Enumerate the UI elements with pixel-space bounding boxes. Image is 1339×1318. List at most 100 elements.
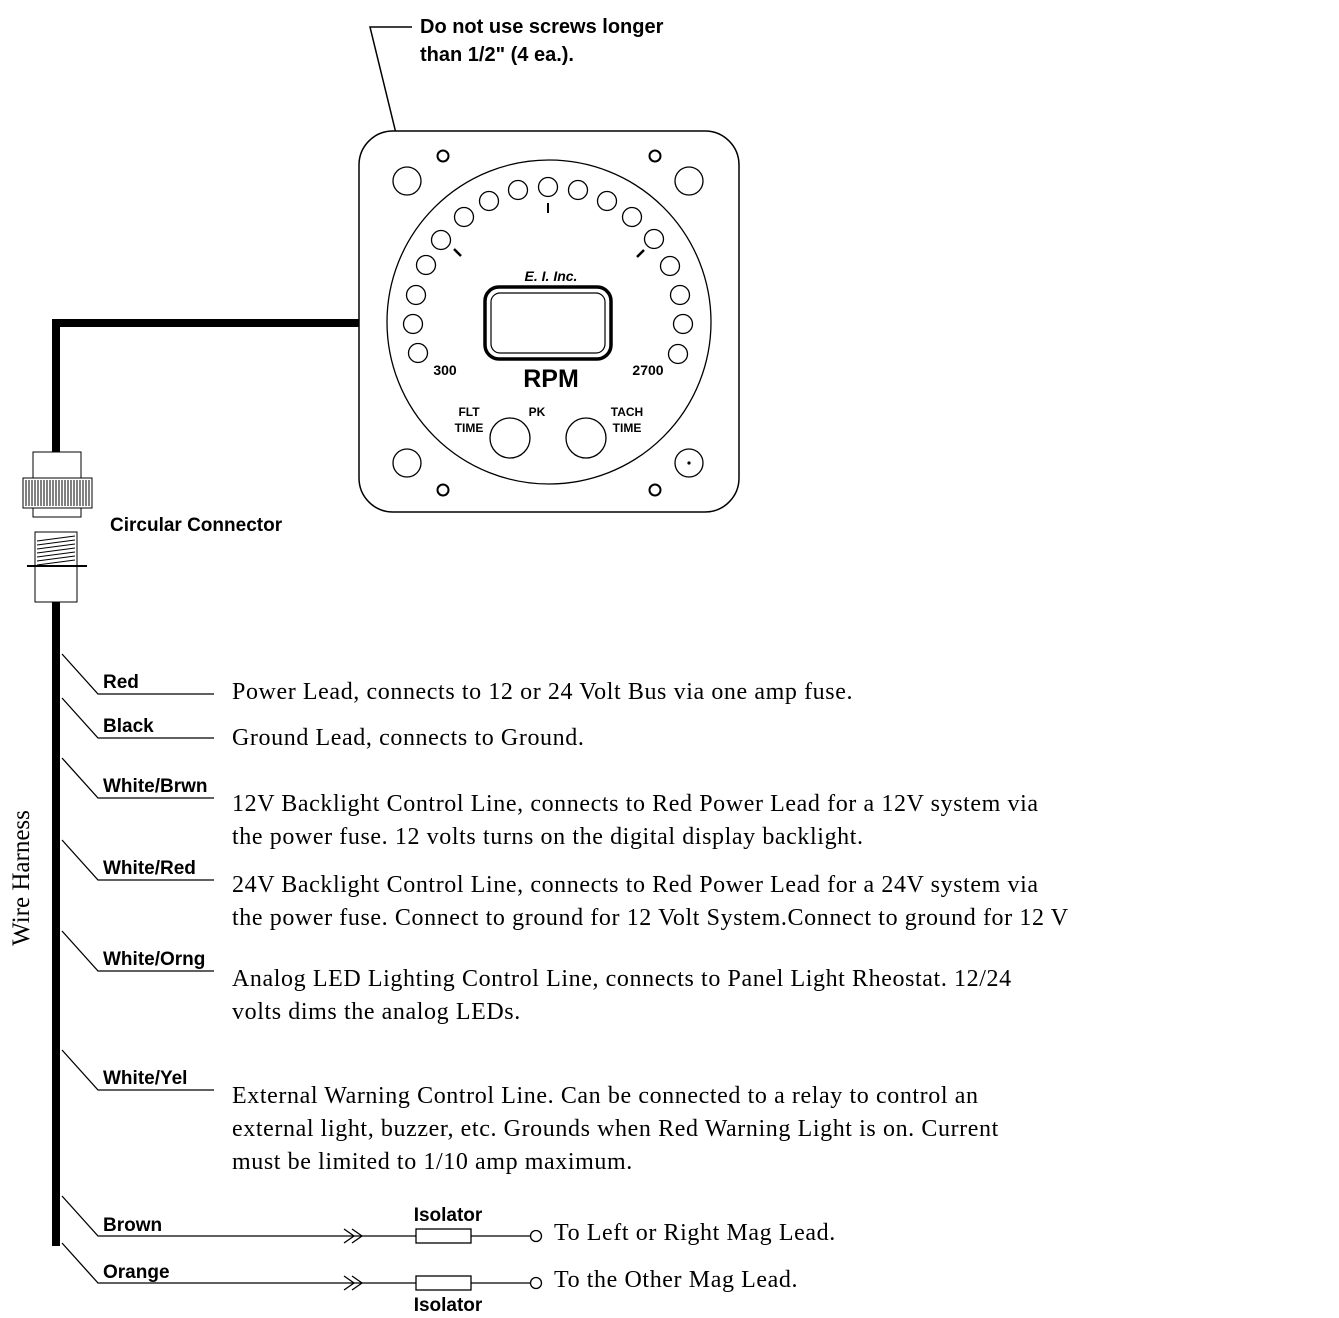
wire-color-label: White/Orng — [103, 949, 205, 970]
led-indicator — [672, 313, 694, 335]
wire-description: external light, buzzer, etc. Grounds whe… — [232, 1116, 999, 1142]
wire-description: 12V Backlight Control Line, connects to … — [232, 791, 1039, 817]
mounting-hole — [392, 448, 422, 478]
scale-max-label: 2700 — [632, 362, 663, 378]
wire-description: Analog LED Lighting Control Line, connec… — [232, 966, 1012, 992]
thread-line — [36, 539, 76, 546]
wire-list: Red Power Lead, connects to 12 or 24 Volt… — [61, 653, 1069, 1175]
wire-branch-line — [61, 1049, 214, 1091]
led-indicator — [596, 190, 618, 212]
mag-wire-description: To the Other Mag Lead. — [554, 1267, 798, 1293]
wire-color-label: White/Brwn — [103, 776, 208, 797]
scale-min-label: 300 — [433, 362, 457, 378]
flt-time-label-line2: TIME — [455, 421, 484, 435]
flt-time-label-line1: FLT — [458, 405, 480, 419]
isolator-label: Isolator — [414, 1205, 483, 1226]
screw-hole — [436, 483, 450, 497]
connector-threads — [36, 535, 76, 566]
circular-connector-label: Circular Connector — [110, 515, 283, 536]
thread-line — [36, 543, 76, 550]
mounting-hole — [392, 166, 422, 196]
led-indicator — [430, 229, 452, 251]
right-push-button — [565, 417, 607, 459]
wire-branch-line — [61, 653, 214, 695]
led-indicator — [478, 190, 500, 212]
isolator-label: Isolator — [414, 1295, 483, 1316]
wire-white-red: White/Red 24V Backlight Control Line, con… — [61, 839, 1069, 931]
mounting-hole — [674, 166, 704, 196]
thread-line — [36, 547, 76, 554]
screw-hole — [648, 149, 662, 163]
brand-label: E. I. Inc. — [525, 268, 578, 284]
screw-hole — [648, 483, 662, 497]
terminal-icon — [529, 1276, 543, 1290]
rpm-instrument: E. I. Inc. RPM 300 2700 FLT TIME PK TACH… — [358, 130, 740, 513]
screw-note-line2: than 1/2" (4 ea.). — [420, 44, 574, 66]
screw-note: Do not use screws longer than 1/2" (4 ea… — [369, 16, 664, 163]
mag-wire-description: To Left or Right Mag Lead. — [554, 1220, 836, 1246]
wire-color-label: Brown — [103, 1215, 162, 1236]
led-indicator — [402, 313, 424, 335]
led-indicator — [667, 343, 689, 365]
wire-description: 24V Backlight Control Line, connects to … — [232, 872, 1039, 898]
digital-display — [490, 292, 606, 354]
tach-time-label-line2: TIME — [613, 421, 642, 435]
isolator-resistor — [415, 1228, 472, 1244]
rpm-label: RPM — [523, 365, 579, 393]
pk-label: PK — [529, 405, 546, 419]
connector-knurling — [25, 480, 90, 506]
screw-note-leader — [369, 26, 412, 163]
wire-color-label: Red — [103, 672, 139, 693]
isolator-resistor — [415, 1275, 472, 1291]
tick-mark — [636, 249, 645, 258]
wire-color-label: White/Yel — [103, 1068, 187, 1089]
led-indicator — [407, 342, 429, 364]
wire-description: must be limited to 1/10 amp maximum. — [232, 1149, 633, 1175]
wire-color-label: White/Red — [103, 858, 196, 879]
circular-connector: Circular Connector — [22, 451, 283, 603]
wire-harness-label: Wire Harness — [8, 810, 35, 946]
thread-line — [36, 559, 76, 566]
screw-note-line1: Do not use screws longer — [420, 16, 664, 38]
wire-description: External Warning Control Line. Can be co… — [232, 1083, 979, 1109]
led-indicator — [405, 284, 427, 306]
led-indicator — [621, 206, 643, 228]
wire-white-brwn: White/Brwn 12V Backlight Control Line, co… — [61, 757, 1039, 850]
led-indicator — [415, 254, 437, 276]
wire-color-label: Orange — [103, 1262, 170, 1283]
wire-red: Red Power Lead, connects to 12 or 24 Volt… — [61, 653, 853, 705]
mounting-hole-mark — [687, 461, 691, 465]
wire-color-label: Black — [103, 716, 154, 737]
led-indicator — [537, 176, 559, 198]
wire-branch-line — [61, 1242, 362, 1284]
led-indicator — [643, 228, 665, 250]
led-indicator — [659, 255, 681, 277]
led-indicator — [567, 179, 589, 201]
led-indicator — [669, 284, 691, 306]
wire-description: the power fuse. Connect to ground for 12… — [232, 905, 1069, 931]
mag-wire-brown: Brown Isolator To Left or Right Mag Lead. — [61, 1195, 836, 1246]
thread-line — [36, 555, 76, 562]
left-push-button — [489, 417, 531, 459]
thread-line — [36, 551, 76, 558]
wire-description: Power Lead, connects to 12 or 24 Volt Bu… — [232, 679, 853, 705]
led-indicator — [453, 206, 475, 228]
wire-description: Ground Lead, connects to Ground. — [232, 725, 584, 751]
led-indicator — [507, 179, 529, 201]
wire-black: Black Ground Lead, connects to Ground. — [61, 697, 584, 751]
wire-branch-line — [61, 1195, 362, 1237]
led-ring — [402, 176, 694, 365]
wire-description: the power fuse. 12 volts turns on the di… — [232, 824, 864, 850]
connector-chevron — [343, 1228, 356, 1244]
tach-time-label-line1: TACH — [611, 405, 643, 419]
tick-mark — [453, 248, 462, 257]
wire-branch-line — [61, 697, 214, 739]
wire-branch-line — [61, 930, 214, 972]
wire-branch-line — [61, 757, 214, 799]
terminal-icon — [529, 1229, 543, 1243]
